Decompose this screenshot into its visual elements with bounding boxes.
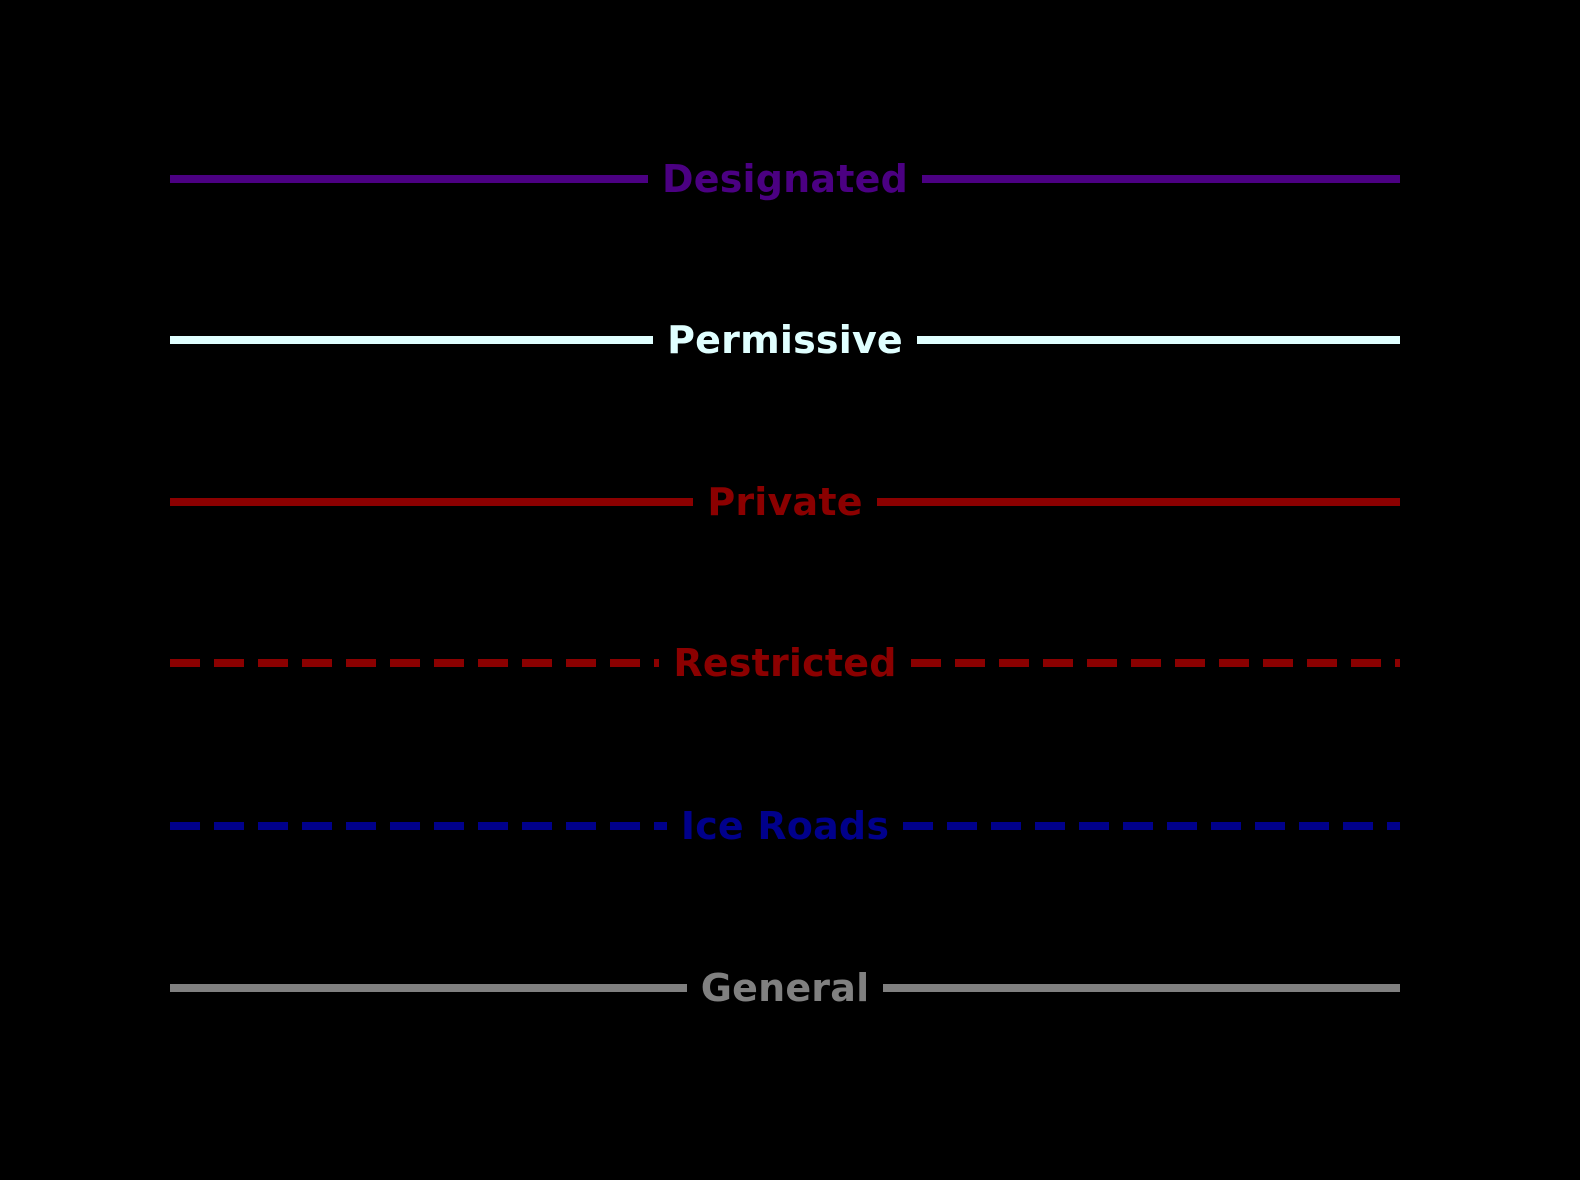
legend-line-sample-left-ice-roads bbox=[170, 822, 667, 830]
legend-label-permissive: Permissive bbox=[667, 318, 903, 362]
legend-label-designated: Designated bbox=[662, 157, 908, 201]
legend-line-sample-right-restricted bbox=[910, 659, 1400, 667]
legend-item-general[interactable]: General bbox=[170, 958, 1401, 1018]
legend-line-sample-left-designated bbox=[170, 175, 648, 183]
legend-item-private[interactable]: Private bbox=[170, 472, 1400, 532]
legend-line-sample-left-private bbox=[170, 498, 694, 506]
legend-item-designated[interactable]: Designated bbox=[170, 149, 1400, 209]
legend-line-sample-right-private bbox=[876, 498, 1400, 506]
legend-label-ice-roads: Ice Roads bbox=[680, 804, 890, 848]
legend-item-permissive[interactable]: Permissive bbox=[170, 310, 1401, 370]
legend-item-restricted[interactable]: Restricted bbox=[170, 633, 1400, 693]
legend-line-sample-right-designated bbox=[922, 175, 1400, 183]
legend-line-sample-left-permissive bbox=[170, 336, 654, 344]
legend-line-sample-right-permissive bbox=[916, 336, 1401, 344]
legend-label-private: Private bbox=[707, 480, 863, 524]
legend-item-ice-roads[interactable]: Ice Roads bbox=[170, 796, 1401, 856]
legend-line-sample-left-restricted bbox=[170, 659, 660, 667]
legend-line-sample-right-ice-roads bbox=[903, 822, 1401, 830]
legend-label-general: General bbox=[700, 966, 870, 1010]
legend-label-restricted: Restricted bbox=[673, 641, 897, 685]
legend-line-sample-left-general bbox=[170, 984, 687, 992]
legend-line-sample-right-general bbox=[883, 984, 1401, 992]
